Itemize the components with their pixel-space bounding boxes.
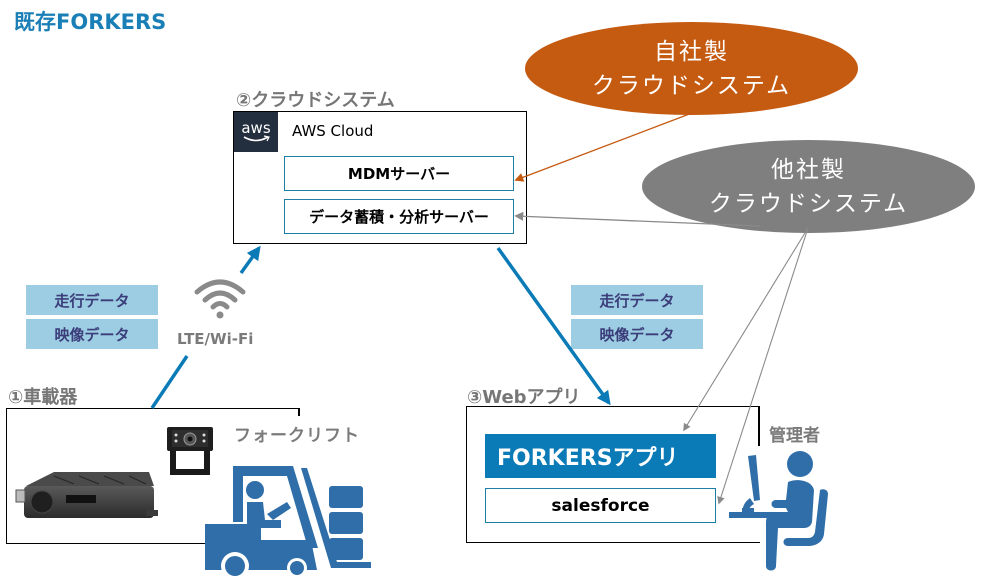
forklift-label: フォークリフト: [234, 426, 360, 446]
aws-cloud-box: aws AWS Cloud MDMサーバー データ蓄積・分析サーバー: [233, 111, 527, 244]
web-box-right-edge-top: [758, 406, 760, 446]
camera-icon: [167, 427, 213, 475]
upload-arrow-lower: [150, 355, 189, 409]
page-title: 既存FORKERS: [14, 10, 167, 34]
vehicle-device-label: ①車載器: [8, 387, 78, 408]
other-cloud-ellipse: 他社製 クラウドシステム: [642, 140, 975, 233]
other-cloud-line2: クラウドシステム: [708, 190, 909, 217]
download-tag-driving-data: 走行データ: [571, 285, 703, 315]
aws-cloud-label: AWS Cloud: [292, 122, 374, 140]
aws-logo-text: aws: [241, 119, 271, 137]
upload-arrow-upper: [239, 245, 261, 275]
own-cloud-line2: クラウドシステム: [591, 72, 792, 99]
forkers-app-box[interactable]: FORKERSアプリ: [485, 434, 716, 478]
vehicle-box-right-edge: [298, 408, 300, 416]
admin-at-desk-icon: [729, 451, 828, 571]
mdm-server-box[interactable]: MDMサーバー: [284, 156, 514, 191]
forklift-icon: [205, 466, 371, 580]
upload-tag-driving-data: 走行データ: [26, 285, 158, 315]
upload-tag-video-data: 映像データ: [26, 319, 158, 349]
own-cloud-ellipse: 自社製 クラウドシステム: [525, 22, 858, 115]
data-analysis-server-box[interactable]: データ蓄積・分析サーバー: [284, 199, 514, 234]
aws-smile-icon: [243, 135, 270, 142]
wifi-icon: [194, 279, 246, 319]
aws-logo: aws: [234, 112, 278, 152]
salesforce-box[interactable]: salesforce: [485, 488, 716, 523]
cloud-system-label: ②クラウドシステム: [236, 90, 395, 111]
network-label: LTE/Wi-Fi: [177, 330, 254, 348]
dvr-recorder-icon: [15, 472, 158, 518]
other-cloud-line1: 他社製: [771, 156, 846, 183]
own-cloud-line1: 自社製: [654, 38, 729, 65]
web-app-box: [466, 406, 760, 543]
admin-label: 管理者: [769, 426, 820, 446]
download-tag-video-data: 映像データ: [571, 319, 703, 349]
